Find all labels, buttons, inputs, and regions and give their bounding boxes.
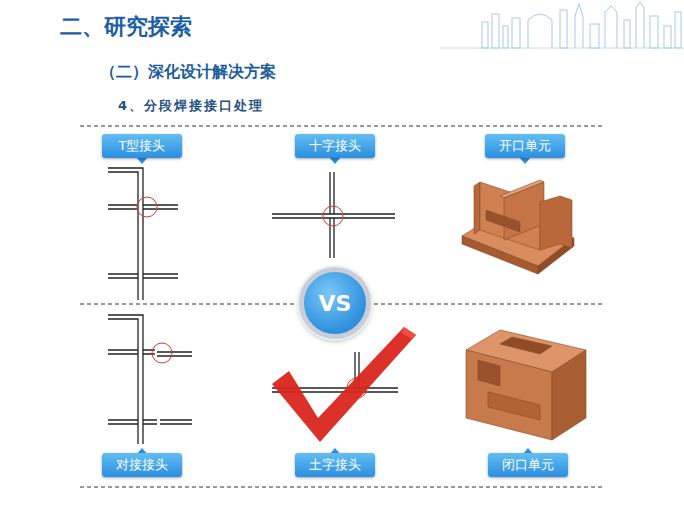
tab-text: 土字接头: [309, 456, 361, 474]
opening: [486, 210, 520, 232]
t-joint-drawing: [108, 168, 178, 300]
skyline: [440, 2, 684, 48]
vs-badge: VS: [299, 267, 371, 339]
weld-mark: [152, 343, 172, 363]
weld-mark: [137, 197, 157, 217]
access-hole: [478, 360, 500, 386]
open-unit: [462, 180, 574, 274]
building: [675, 12, 681, 48]
closed-unit: [466, 330, 586, 440]
weld-mark: [323, 206, 343, 226]
vs-text: VS: [319, 291, 352, 316]
check-mark-highlight: [402, 327, 416, 339]
building: [624, 20, 630, 48]
topic-heading: 4、分段焊接接口处理: [118, 97, 264, 115]
tower: [636, 2, 644, 48]
building: [664, 26, 671, 48]
check-mark: [272, 327, 416, 442]
label-tab: 对接接头: [102, 453, 182, 477]
tab-pointer: [329, 157, 341, 164]
plate: [108, 274, 178, 278]
label-tab: 开口单元: [485, 134, 565, 158]
section-subtitle: （二）深化设计解决方案: [100, 62, 276, 83]
front-face: [466, 350, 552, 440]
tab-pointer: [519, 157, 531, 164]
plate: [272, 214, 395, 218]
building: [528, 14, 552, 48]
building: [650, 16, 658, 48]
wall: [474, 182, 480, 234]
building: [512, 18, 520, 48]
side-wall: [540, 196, 572, 250]
butt-joint-drawing: [108, 315, 192, 444]
building: [590, 24, 599, 48]
tab-text: 闭口单元: [502, 456, 554, 474]
label-tab: 闭口单元: [488, 453, 568, 477]
separators: [80, 126, 602, 487]
side-face: [552, 350, 586, 440]
building: [492, 14, 499, 48]
building: [560, 10, 567, 48]
tab-pointer: [136, 157, 148, 164]
label-tab: T型接头: [102, 134, 182, 158]
opening: [488, 392, 540, 420]
plate: [108, 420, 192, 424]
tab-text: 对接接头: [116, 456, 168, 474]
label-tab: 十字接头: [295, 134, 375, 158]
tab-text: T型接头: [119, 137, 166, 155]
wall: [504, 182, 544, 240]
plate: [108, 168, 143, 300]
building: [503, 26, 508, 48]
dashed-line: [80, 487, 602, 488]
tab-text: 十字接头: [309, 137, 361, 155]
label-tab: 土字接头: [295, 453, 375, 477]
tower: [575, 4, 583, 48]
slide-title: 二、研究探索: [60, 12, 192, 42]
plate: [108, 205, 178, 209]
plate: [330, 172, 334, 258]
tab-text: 开口单元: [499, 137, 551, 155]
building: [605, 6, 617, 48]
dashed-line: [80, 126, 602, 127]
top-opening: [500, 337, 552, 354]
cross-joint-drawing: [272, 172, 395, 258]
plate: [108, 350, 192, 356]
building: [482, 22, 488, 48]
